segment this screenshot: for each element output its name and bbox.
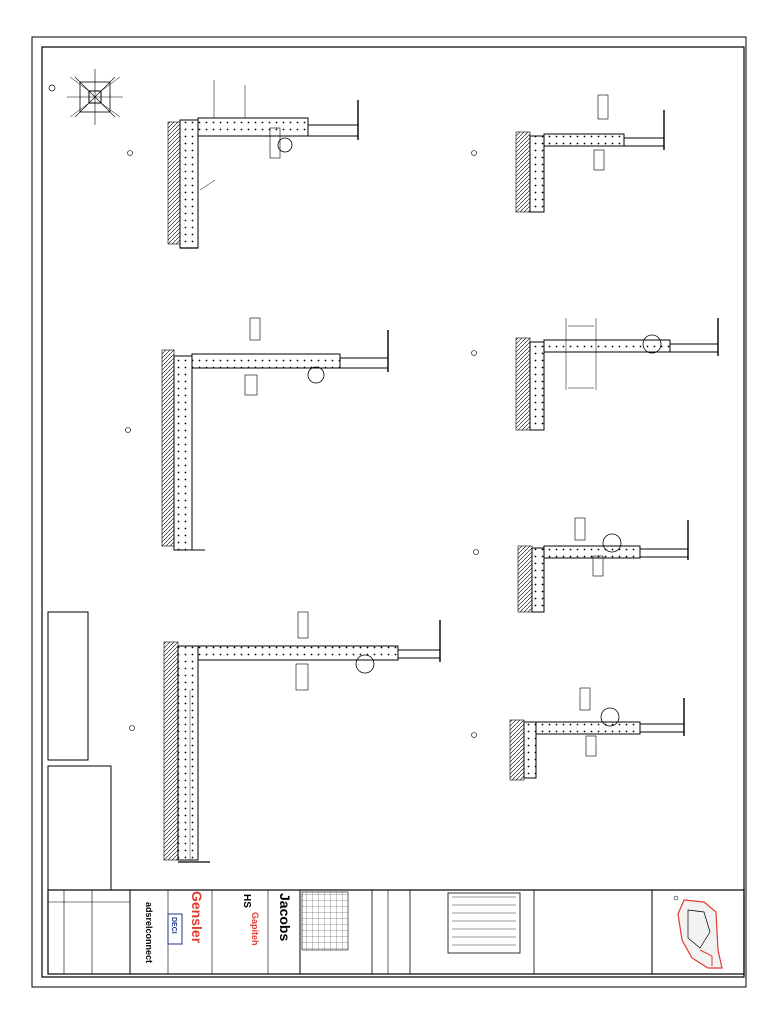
- outer-border: [31, 36, 747, 988]
- detail-6: [473, 517, 689, 613]
- firm-hs: HS: [241, 894, 252, 908]
- firm-adsrelconnect: adsrelconnect: [144, 902, 154, 963]
- detail-7: [471, 687, 685, 781]
- detail-4: [471, 94, 665, 213]
- firm-jacobs: Jacobs: [277, 893, 293, 941]
- notes-box-upper: [47, 611, 89, 761]
- deci-logo-box: [167, 913, 183, 945]
- firm-gensler: Gensler: [189, 891, 205, 944]
- firm-deci: DECI: [170, 917, 177, 934]
- north-arrow-icon: [67, 69, 123, 125]
- notes-box-lower: [47, 765, 112, 891]
- key-plan-icon: [673, 895, 723, 969]
- inner-border: [41, 46, 745, 978]
- detail-marker-icon: [48, 84, 56, 92]
- title-block: Jacobs Gensler adsrelconnect HS Gapiteh …: [47, 889, 745, 975]
- detail-2: [125, 317, 389, 551]
- detail-1: [127, 80, 359, 249]
- detail-3: [129, 611, 441, 863]
- firm-gapiteh: Gapiteh: [250, 912, 260, 946]
- detail-5: [471, 318, 719, 431]
